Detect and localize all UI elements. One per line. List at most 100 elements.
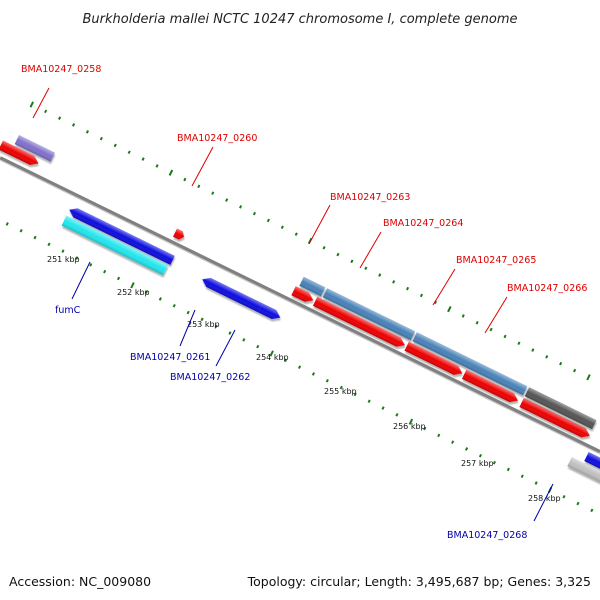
minor-tick (489, 327, 493, 332)
minor-tick (433, 300, 438, 305)
gene-0263-red-highlight (291, 286, 314, 302)
gene-fumC-cyan[interactable] (61, 215, 168, 276)
minor-tick (197, 184, 201, 189)
minor-tick (85, 130, 90, 134)
minor-tick (186, 310, 190, 315)
tick-marks-outer (29, 101, 591, 381)
accession-text: Accession: NC_009080 (9, 574, 151, 589)
minor-tick (562, 494, 566, 499)
minor-tick (183, 177, 187, 182)
major-tick (168, 169, 174, 176)
minor-tick (381, 406, 385, 410)
minor-tick (506, 467, 510, 472)
gene-0264-steelblue[interactable] (322, 288, 416, 341)
gene-label-BMA10247_0261[interactable]: BMA10247_0261 (130, 352, 210, 363)
minor-tick (392, 280, 396, 284)
gene-label-BMA10247_0265[interactable]: BMA10247_0265 (456, 255, 536, 266)
gene-0264-steelblue-highlight (322, 288, 416, 341)
minor-tick (47, 242, 51, 247)
minor-tick (127, 150, 131, 155)
ruler-label-255: 255 kbp (324, 387, 357, 396)
gene-label-BMA10247_0268[interactable]: BMA10247_0268 (447, 530, 527, 541)
minor-tick (89, 263, 93, 267)
minor-tick (364, 266, 368, 271)
gene-0258-red[interactable] (0, 140, 41, 168)
minor-tick (44, 109, 48, 114)
minor-tick (419, 293, 424, 298)
gene-0266-gray-highlight (524, 387, 597, 430)
minor-tick (559, 361, 563, 366)
minor-tick (531, 348, 535, 352)
ruler-label-253: 253 kbp (187, 320, 220, 329)
minor-tick (378, 273, 382, 277)
gene-label-fumC[interactable]: fumC (55, 305, 81, 316)
gene-0265-red[interactable] (404, 341, 464, 378)
minor-tick (238, 205, 243, 209)
minor-tick (339, 385, 343, 390)
gene-label-BMA10247_0263[interactable]: BMA10247_0263 (330, 192, 410, 203)
gene-fumC-blue-highlight (69, 208, 175, 265)
gene-0260-red-highlight (173, 228, 184, 240)
major-tick (269, 350, 274, 357)
minor-tick (311, 372, 316, 376)
gene-features (0, 135, 600, 484)
minor-tick (423, 426, 427, 431)
gene-0261-blue[interactable] (200, 275, 263, 313)
minor-tick (242, 338, 246, 342)
minor-tick (211, 191, 215, 195)
gene-0266-red-b[interactable] (519, 397, 592, 440)
gene-label-BMA10247_0266[interactable]: BMA10247_0266 (507, 283, 587, 294)
gene-labels: BMA10247_0258 BMA10247_0260 BMA10247_026… (21, 64, 587, 541)
major-tick (408, 418, 414, 425)
minor-tick (252, 211, 257, 216)
minor-tick (545, 355, 549, 359)
gene-0263-steelblue[interactable] (299, 276, 326, 297)
minor-tick (141, 157, 145, 161)
gene-0266-gray[interactable] (524, 387, 597, 430)
major-tick (586, 374, 591, 381)
minor-tick (325, 378, 329, 383)
minor-tick (437, 433, 441, 438)
gene-fumC-blue[interactable] (67, 205, 175, 265)
minor-tick (297, 365, 302, 369)
gene-0265-steelblue[interactable] (412, 332, 528, 396)
ruler-labels: 251 kbp 252 kbp 253 kbp 254 kbp 255 kbp … (47, 255, 561, 503)
genome-backbone (0, 156, 600, 455)
gene-0263-red[interactable] (291, 286, 315, 305)
minor-tick (492, 460, 496, 465)
gene-0262-blue[interactable] (258, 303, 282, 322)
minor-tick (228, 331, 232, 335)
minor-tick (520, 474, 524, 479)
minor-tick (590, 508, 594, 513)
ruler-label-252: 252 kbp (117, 288, 150, 297)
gene-0268-lightgray-highlight (567, 457, 600, 484)
ruler-label-257: 257 kbp (461, 459, 494, 468)
minor-tick (336, 252, 340, 257)
minor-tick (451, 440, 455, 444)
minor-tick (503, 334, 507, 339)
gene-0266-red[interactable] (461, 369, 520, 405)
gene-0264-red[interactable] (312, 296, 407, 350)
gene-label-BMA10247_0264[interactable]: BMA10247_0264 (383, 218, 463, 229)
gene-0260-red[interactable] (173, 228, 186, 241)
minor-tick (200, 317, 204, 322)
gene-0258-purple[interactable] (14, 135, 55, 162)
minor-tick (405, 286, 410, 291)
major-tick (130, 282, 135, 289)
minor-tick (5, 222, 9, 226)
gene-0268-blue[interactable] (584, 452, 600, 477)
gene-fumC-cyan-highlight (61, 215, 168, 276)
gene-label-BMA10247_0258[interactable]: BMA10247_0258 (21, 64, 101, 75)
gene-label-BMA10247_0260[interactable]: BMA10247_0260 (177, 133, 257, 144)
tick-marks-inner (5, 222, 594, 513)
minor-tick (478, 453, 483, 458)
gene-0263-steelblue-highlight (299, 276, 326, 297)
gene-0266-red-highlight (461, 369, 519, 403)
minor-tick (75, 256, 79, 260)
gene-0265-steelblue-highlight (412, 332, 528, 396)
minor-tick (116, 276, 121, 281)
gene-0268-lightgray[interactable] (567, 457, 600, 484)
minor-tick (576, 501, 580, 506)
gene-label-BMA10247_0262[interactable]: BMA10247_0262 (170, 372, 250, 383)
minor-tick (155, 164, 159, 168)
